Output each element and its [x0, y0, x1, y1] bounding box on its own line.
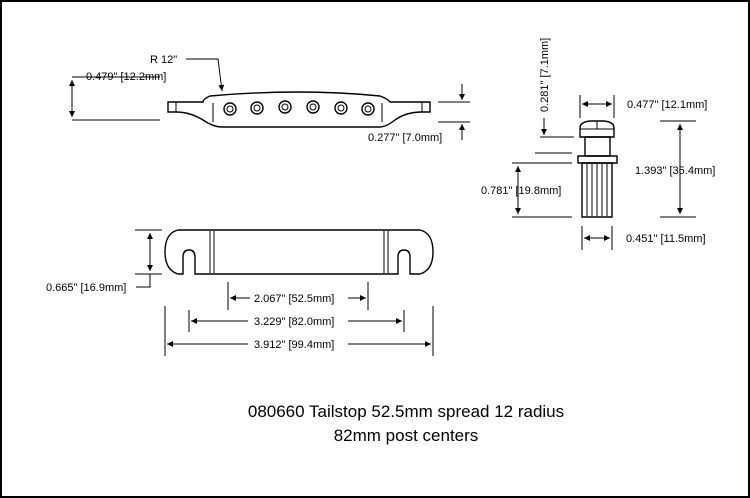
end-thickness-label: 0.277" [7.0mm] — [368, 132, 442, 144]
stud-thread-diameter-dimension: 0.451" [11.5mm] — [581, 226, 706, 250]
plan-width-label: 0.665" [16.9mm] — [46, 282, 126, 294]
stud-length-label: 1.393" [35.4mm] — [635, 165, 715, 177]
spread-dimension: 2.067" [52.5mm] — [227, 282, 369, 310]
stud-cap-dimension: 0.281" [7.1mm] — [539, 38, 574, 138]
stud-thread-length-label: 0.781" [19.8mm] — [481, 185, 561, 197]
string-hole-row — [223, 100, 375, 116]
plan-width-dimension: 0.665" [16.9mm] — [46, 229, 162, 294]
overall-length-label: 3.912" [99.4mm] — [254, 339, 334, 351]
caption-line-1: 080660 Tailstop 52.5mm spread 12 radius — [248, 402, 564, 421]
stud-length-dimension: 1.393" [35.4mm] — [635, 120, 715, 218]
stud-thread-length-dimension: 0.781" [19.8mm] — [481, 152, 572, 218]
caption-line-2: 82mm post centers — [334, 426, 479, 445]
stud-cap-label: 0.281" [7.1mm] — [539, 38, 551, 112]
tailpiece-side-view — [167, 91, 431, 128]
stud-drawing — [577, 120, 618, 218]
radius-label: R 12" — [150, 54, 177, 66]
spread-label: 2.067" [52.5mm] — [254, 293, 334, 305]
top-height-label: 0.479" [12.2mm] — [86, 71, 166, 83]
post-centers-label: 3.229" [82.0mm] — [254, 316, 334, 328]
top-height-dimension: 0.479" [12.2mm] — [69, 71, 166, 121]
stud-head-diameter-label: 0.477" [12.1mm] — [627, 99, 707, 111]
overall-length-dimension: 3.912" [99.4mm] — [164, 306, 434, 356]
tailpiece-plan-view — [164, 229, 434, 275]
end-thickness-dimension: 0.277" [7.0mm] — [368, 84, 470, 144]
radius-callout: R 12" — [150, 54, 225, 92]
stud-thread-diameter-label: 0.451" [11.5mm] — [626, 233, 706, 245]
post-centers-dimension: 3.229" [82.0mm] — [188, 310, 405, 332]
stud-head-diameter-dimension: 0.477" [12.1mm] — [579, 95, 707, 118]
